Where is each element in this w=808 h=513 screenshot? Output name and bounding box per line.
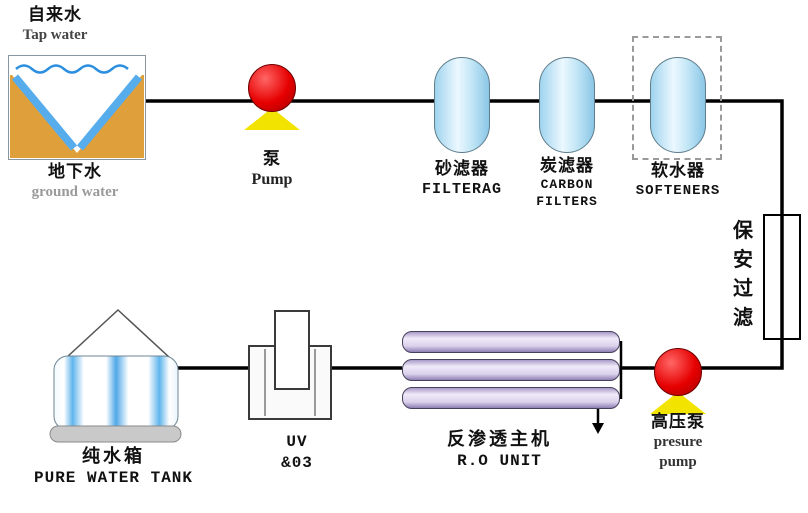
uv-label-line1: UV <box>286 433 308 451</box>
tank-base <box>49 425 182 443</box>
pure-water-tank-cn: 纯水箱 <box>82 446 145 467</box>
tank-body <box>53 355 179 431</box>
tank-cone-roof <box>64 308 172 359</box>
uv-housing-wall-left <box>264 349 266 416</box>
ro-unit-cn: 反渗透主机 <box>447 429 552 450</box>
carbon-filter-en1: CARBON <box>540 177 594 193</box>
security-filter <box>763 214 801 340</box>
pure-water-tank-en: PURE WATER TANK <box>33 469 194 488</box>
source-tank <box>8 55 146 160</box>
ground-water-en: ground water <box>31 184 119 201</box>
source-tank-graphic <box>8 55 146 160</box>
ground-water-cn: 地下水 <box>48 162 102 182</box>
carbon-filter-label: 炭滤器 CARBON FILTERS <box>515 155 619 211</box>
pure-water-tank <box>48 308 183 448</box>
pure-water-tank-label: 纯水箱 PURE WATER TANK <box>6 445 221 489</box>
pump-en: Pump <box>251 171 293 189</box>
pure-water-tank-graphic <box>49 308 182 443</box>
pressure-pump-en1: presure <box>653 434 703 451</box>
security-filter-label: 保 安 过 滤 <box>729 216 757 332</box>
pump-label: 泵 Pump <box>232 148 312 191</box>
softener-en: SOFTENERS <box>635 183 721 200</box>
ro-membrane-tube-3 <box>402 387 620 409</box>
uv-housing-wall-right <box>314 349 316 416</box>
pressure-pump-icon <box>654 348 702 396</box>
sand-filter-vessel <box>434 57 490 153</box>
tap-water-label: 自来水 Tap water <box>0 4 110 46</box>
softener-vessel <box>650 57 706 153</box>
uv-label-line2: &03 <box>281 453 313 472</box>
sand-filter-cn: 砂滤器 <box>435 159 489 179</box>
tap-water-en: Tap water <box>22 27 88 44</box>
security-filter-char-2: 安 <box>733 247 753 271</box>
softener-dashed-box <box>632 36 722 160</box>
pump-cn: 泵 <box>263 149 281 169</box>
security-filter-char-3: 过 <box>733 276 753 300</box>
tap-water-cn: 自来水 <box>28 5 82 25</box>
uv-lamp <box>274 310 310 390</box>
pressure-pump-en2: pump <box>659 453 697 470</box>
water-level-wave <box>15 64 129 74</box>
ground-water-label: 地下水 ground water <box>4 161 146 203</box>
carbon-filter-cn: 炭滤器 <box>540 156 594 176</box>
funnel-shape <box>12 75 142 153</box>
sand-filter-label: 砂滤器 FILTERAG <box>410 158 514 200</box>
pressure-pump-label: 高压泵 presure pump <box>630 411 726 472</box>
ro-unit-label: 反渗透主机 R.O UNIT <box>397 428 602 472</box>
pump-icon <box>248 64 296 112</box>
ro-membrane-tube-2 <box>402 359 620 381</box>
security-filter-char-4: 滤 <box>733 305 753 329</box>
ro-unit-en: R.O UNIT <box>457 452 542 471</box>
carbon-filter-en2: FILTERS <box>536 193 598 209</box>
uv-label: UV &03 <box>262 432 332 474</box>
pressure-pump-cn: 高压泵 <box>651 412 705 432</box>
security-filter-char-1: 保 <box>733 218 753 242</box>
softener-label: 软水器 SOFTENERS <box>624 160 732 200</box>
ro-membrane-tube-1 <box>402 331 620 353</box>
carbon-filter-vessel <box>539 57 595 153</box>
softener-cn: 软水器 <box>651 161 705 181</box>
sand-filter-en: FILTERAG <box>421 181 502 199</box>
ro-unit <box>402 331 622 411</box>
